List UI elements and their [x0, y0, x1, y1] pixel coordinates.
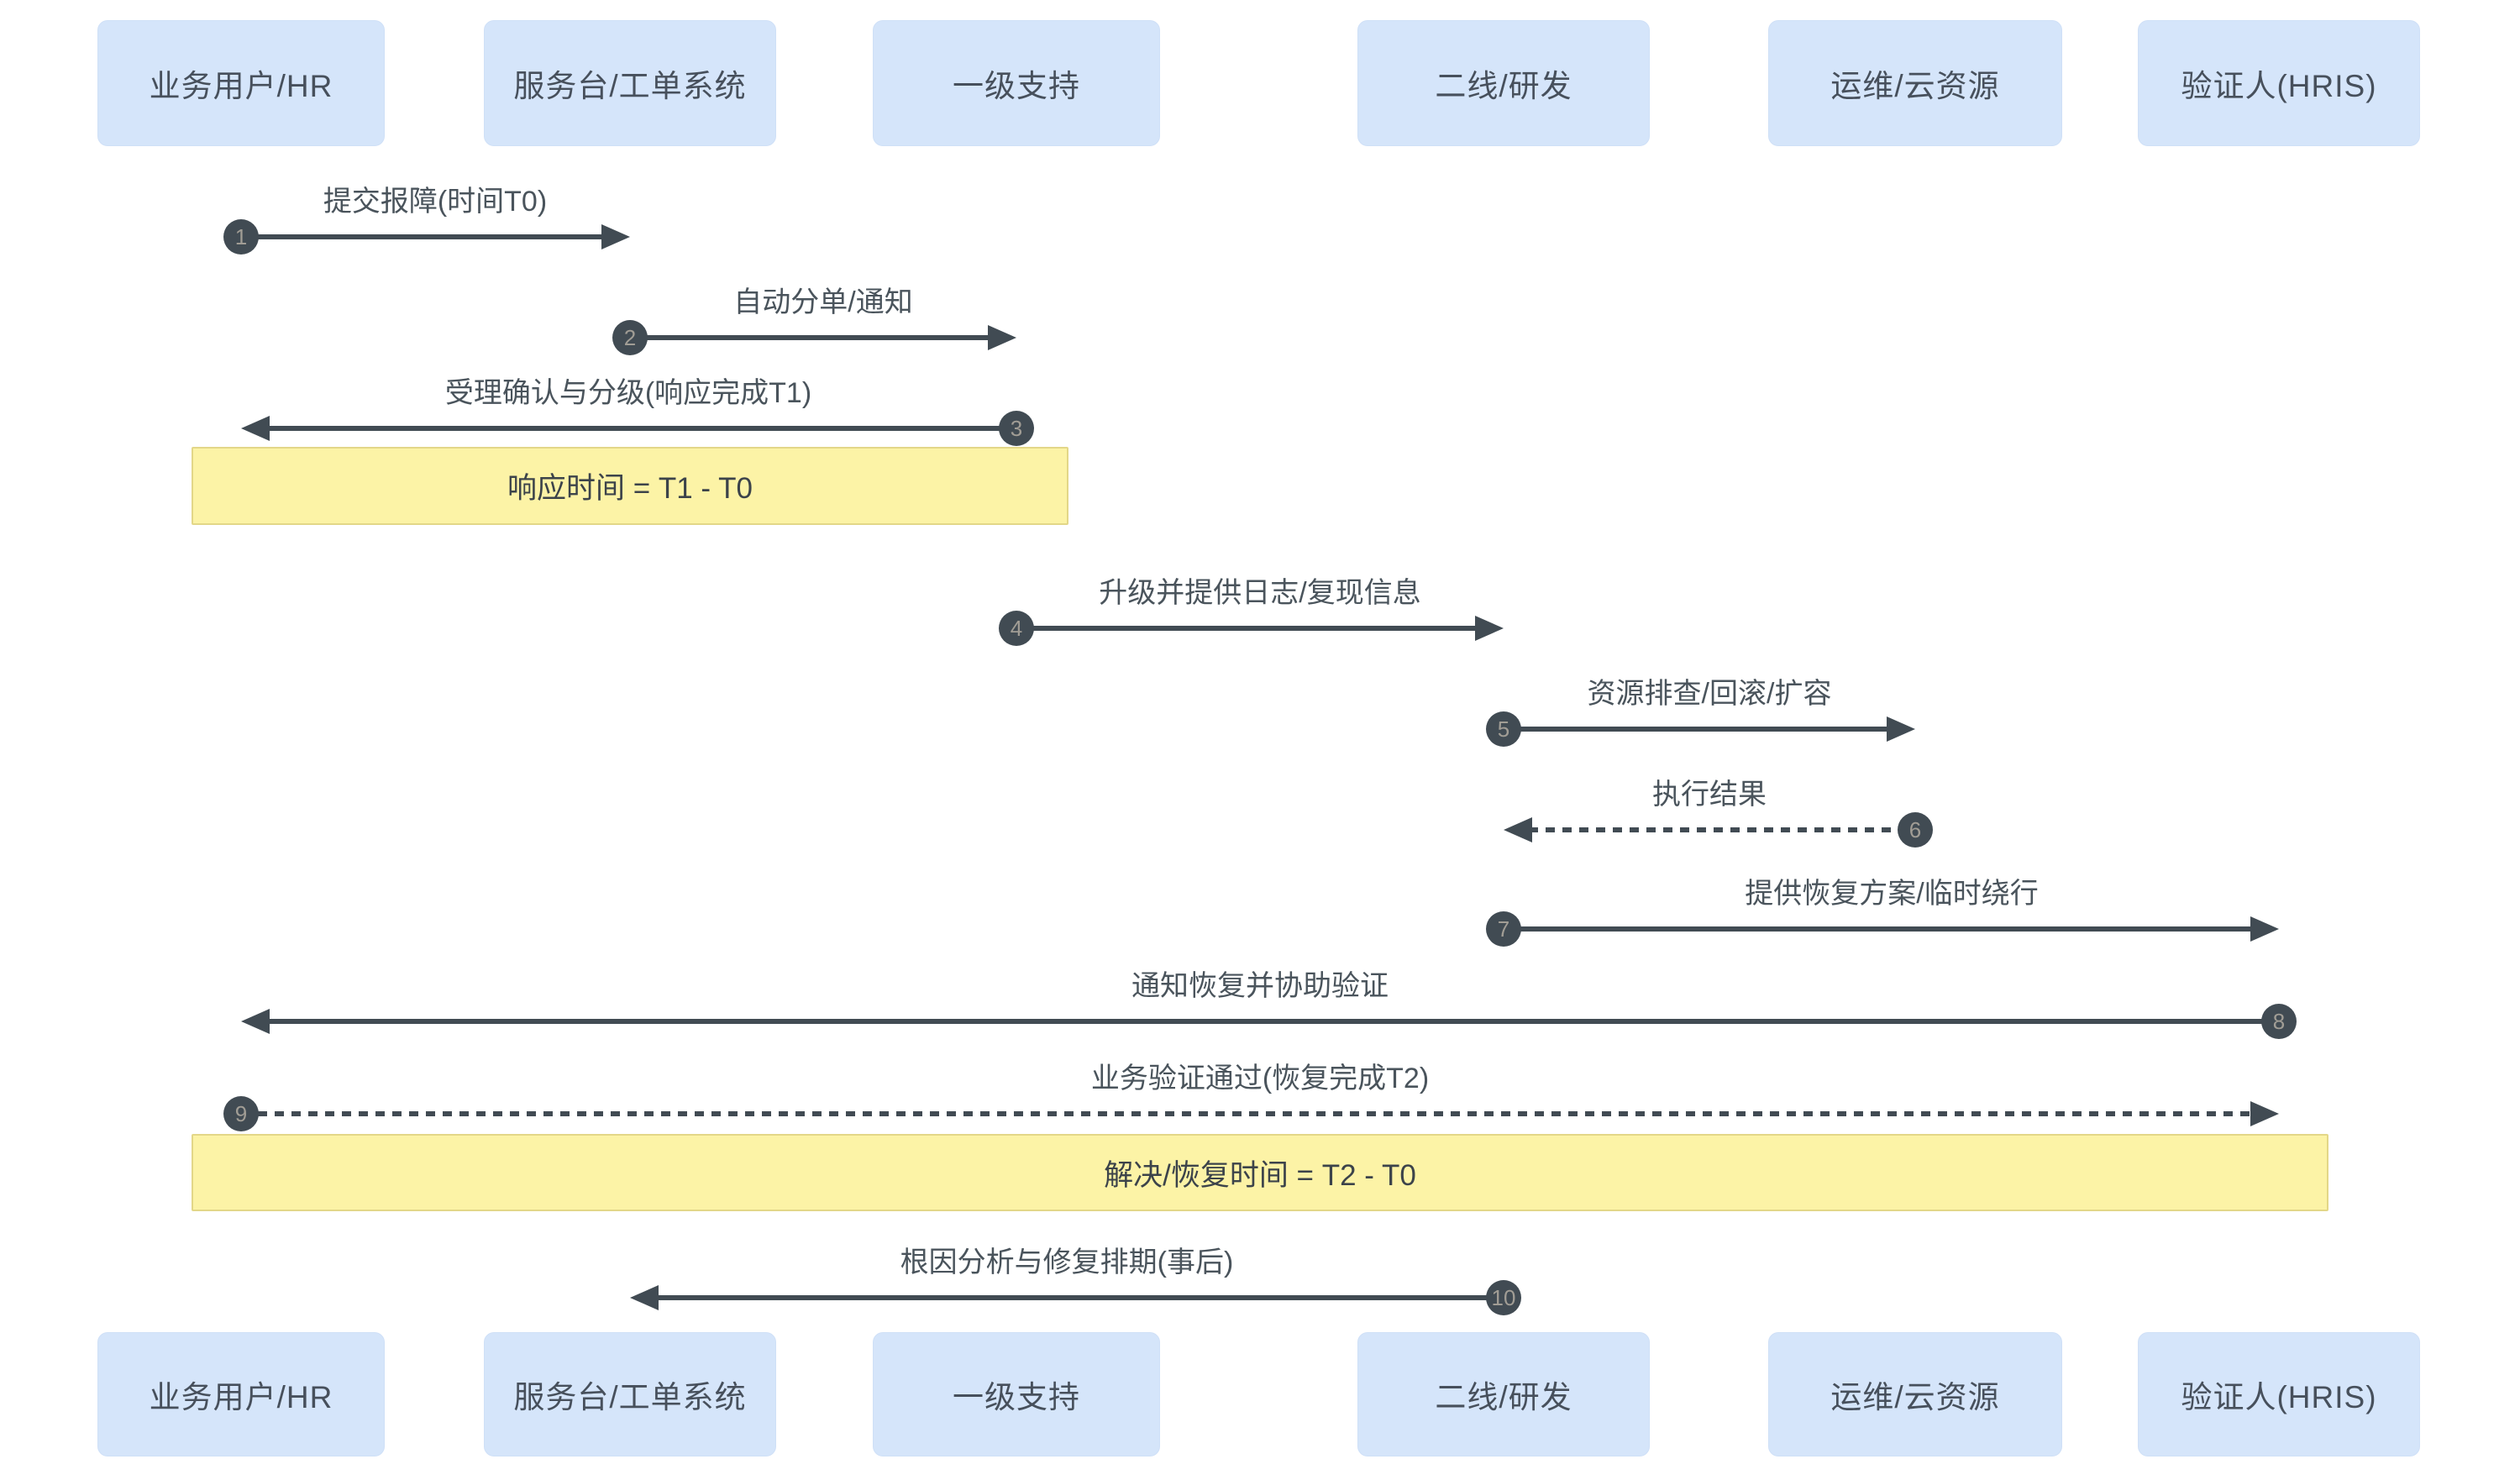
step-number-badge: 9 [223, 1096, 259, 1131]
step-number-badge: 3 [999, 411, 1034, 446]
arrow-head [1475, 616, 1504, 641]
arrow-line [241, 234, 605, 239]
message-label: 根因分析与修复排期(事后) [900, 1246, 1234, 1278]
actor-service-desk-top: 服务台/工单系统 [484, 20, 776, 146]
actor-ops-cloud-bottom: 运维/云资源 [1768, 1332, 2062, 1456]
message-label: 提供恢复方案/临时绕行 [1745, 878, 2039, 910]
actor-business-user-hr-bottom: 业务用户/HR [97, 1332, 385, 1456]
arrow-line [266, 426, 1016, 431]
arrow-head [1887, 716, 1915, 742]
arrow-line [266, 1019, 2279, 1024]
arrow-head [630, 1285, 659, 1310]
actor-l2-dev-top: 二线/研发 [1357, 20, 1650, 146]
arrow-line [1504, 727, 1887, 732]
message-label: 自动分单/通知 [733, 286, 913, 318]
actor-business-user-hr-top: 业务用户/HR [97, 20, 385, 146]
message-label: 资源排查/回滚/扩容 [1587, 678, 1832, 710]
step-number-badge: 6 [1898, 812, 1933, 848]
message-label: 升级并提供日志/复现信息 [1099, 577, 1421, 609]
arrow-head [988, 325, 1016, 350]
actor-service-desk-bottom: 服务台/工单系统 [484, 1332, 776, 1456]
step-number-badge: 10 [1486, 1280, 1521, 1315]
message-label: 执行结果 [1652, 779, 1767, 811]
arrow-line [241, 1111, 2250, 1116]
arrow-head [241, 1009, 270, 1034]
arrow-line [630, 335, 991, 340]
arrow-head [241, 416, 270, 441]
arrow-head [2250, 1101, 2279, 1126]
actor-l2-dev-bottom: 二线/研发 [1357, 1332, 1650, 1456]
actor-verifier-hris-top: 验证人(HRIS) [2138, 20, 2420, 146]
arrow-head [2250, 916, 2279, 942]
actor-verifier-hris-bottom: 验证人(HRIS) [2138, 1332, 2420, 1456]
actor-l1-support-top: 一级支持 [873, 20, 1160, 146]
step-number-badge: 8 [2261, 1004, 2297, 1039]
actor-l1-support-bottom: 一级支持 [873, 1332, 1160, 1456]
message-label: 业务验证通过(恢复完成T2) [1090, 1063, 1430, 1094]
step-number-badge: 2 [612, 320, 648, 355]
message-label: 受理确认与分级(响应完成T1) [444, 377, 812, 409]
actor-ops-cloud-top: 运维/云资源 [1768, 20, 2062, 146]
step-number-badge: 7 [1486, 911, 1521, 947]
arrow-line [655, 1295, 1504, 1300]
arrow-head [601, 224, 630, 249]
note-response-time: 响应时间 = T1 - T0 [192, 447, 1068, 525]
arrow-line [1529, 827, 1915, 832]
message-label: 通知恢复并协助验证 [1131, 970, 1389, 1002]
note-resolution-time: 解决/恢复时间 = T2 - T0 [192, 1134, 2328, 1211]
step-number-badge: 5 [1486, 711, 1521, 747]
arrow-line [1016, 626, 1475, 631]
step-number-badge: 1 [223, 219, 259, 255]
message-label: 提交报障(时间T0) [323, 186, 548, 218]
arrow-head [1504, 817, 1532, 842]
step-number-badge: 4 [999, 611, 1034, 646]
arrow-line [1504, 926, 2250, 932]
